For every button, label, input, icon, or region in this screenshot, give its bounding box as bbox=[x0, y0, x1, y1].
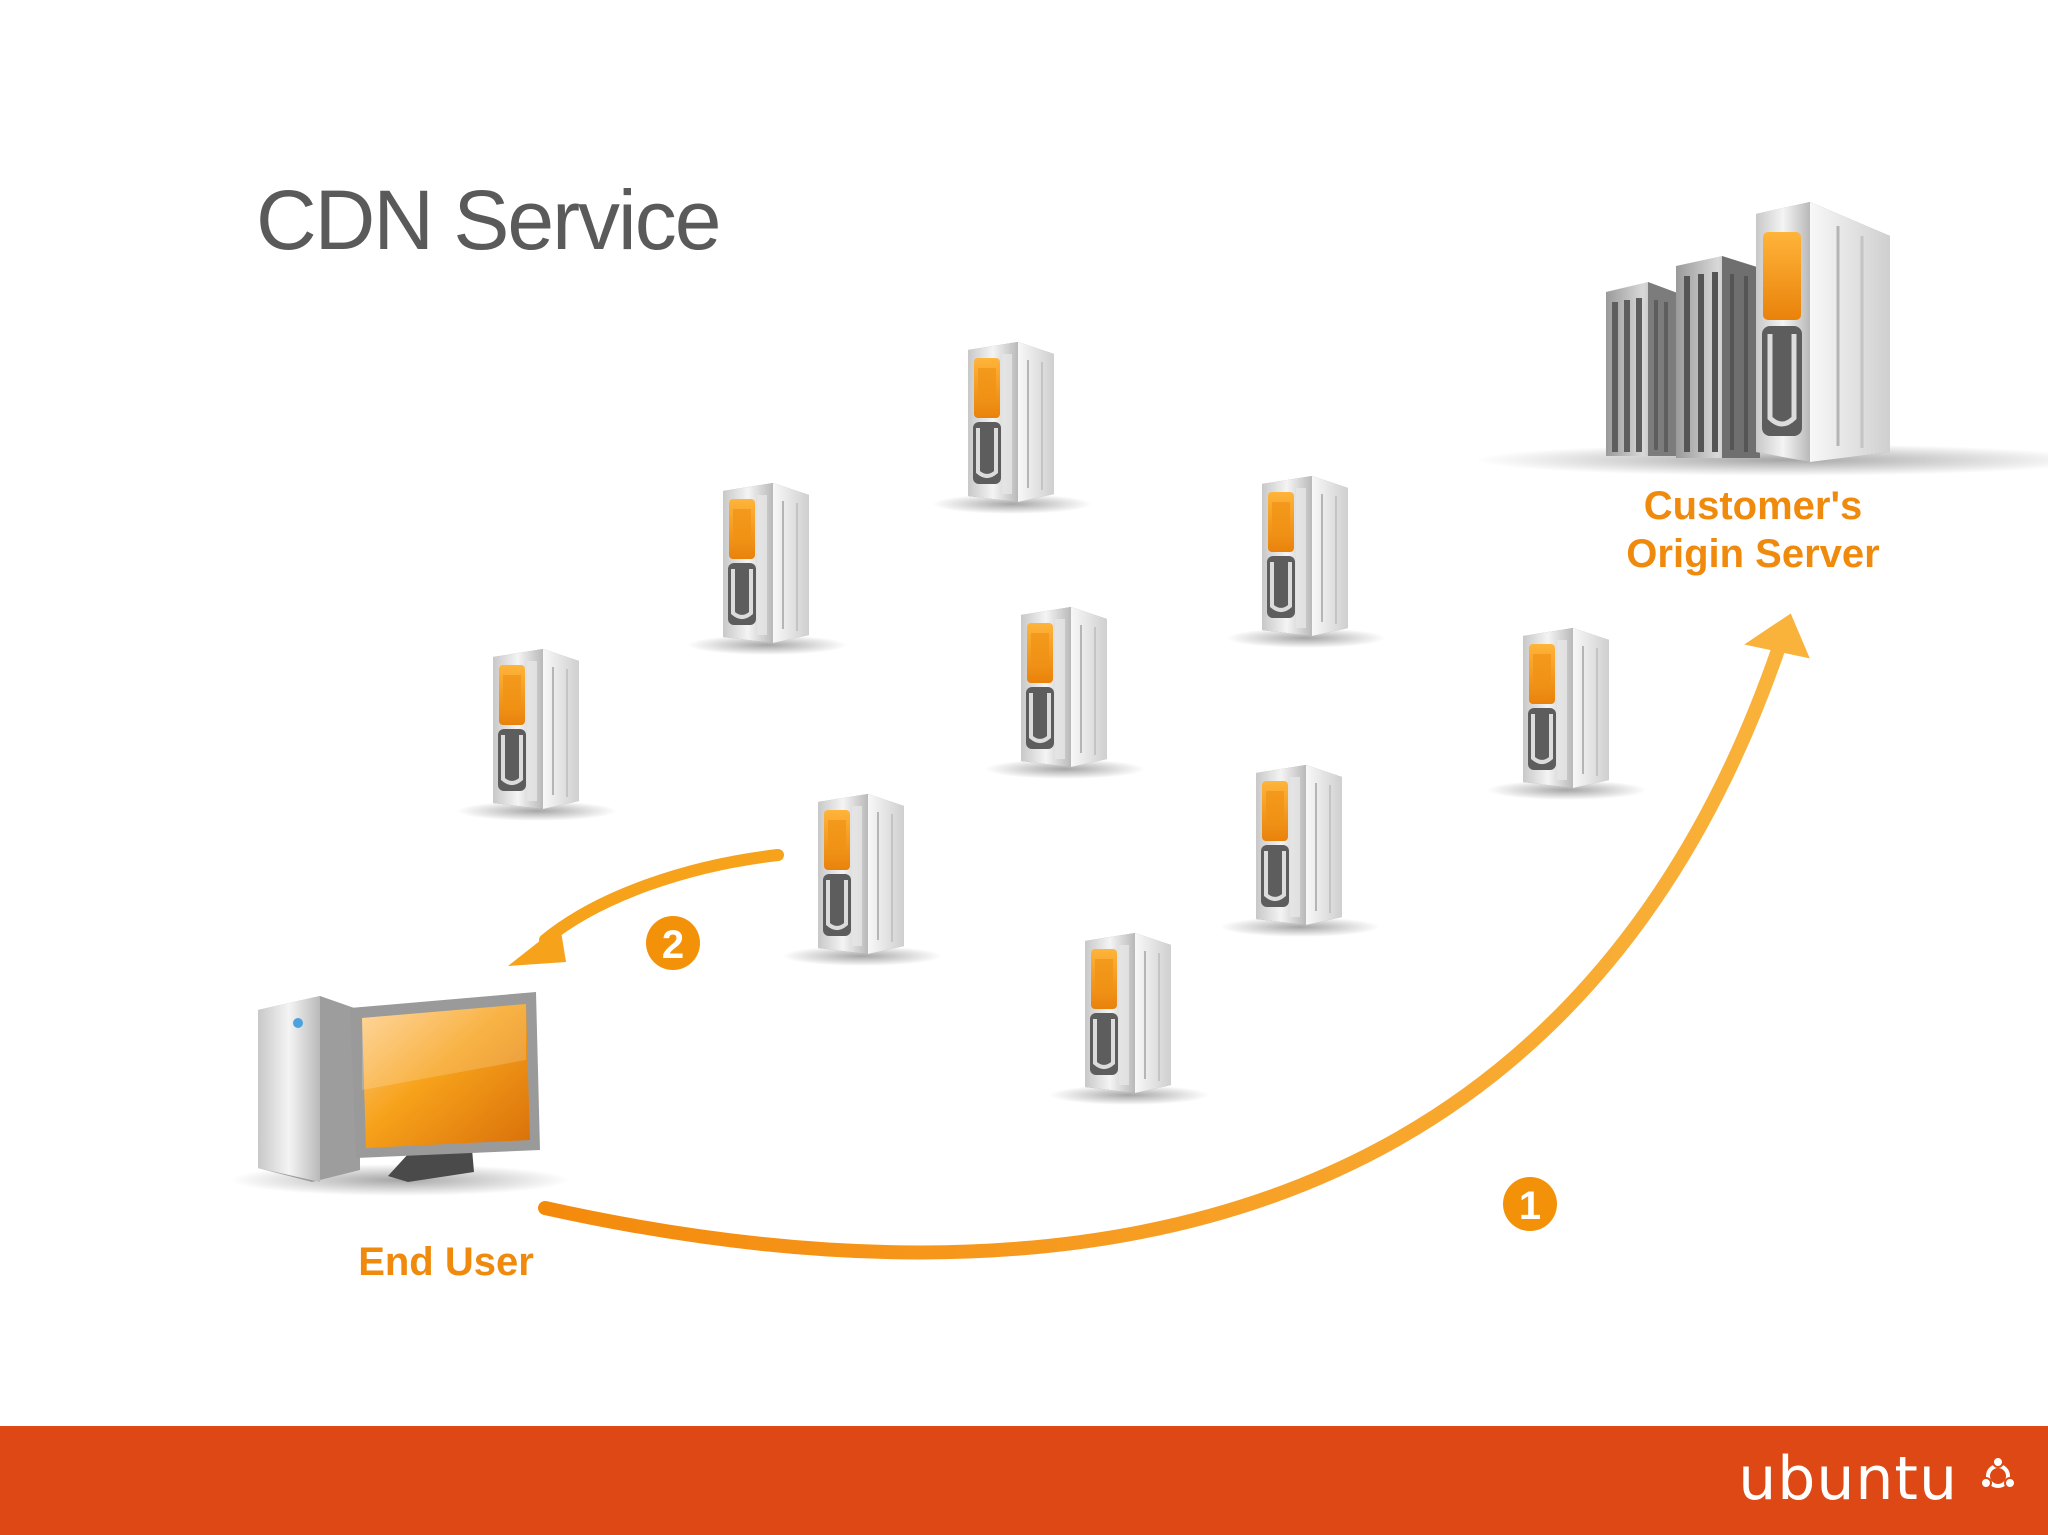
edge-server bbox=[455, 647, 619, 823]
origin-server-icon bbox=[1475, 202, 2048, 476]
edge-server bbox=[1224, 474, 1388, 650]
office-building-icon bbox=[1606, 256, 1760, 458]
step-2-badge: 2 bbox=[646, 916, 700, 970]
edge-server bbox=[1218, 763, 1382, 939]
edge-server: server-tower-icon bbox=[930, 340, 1094, 516]
step-1-arrow bbox=[538, 613, 1810, 1260]
edge-server bbox=[1047, 931, 1211, 1107]
diagram-title: CDN Service bbox=[256, 173, 721, 267]
ubuntu-logo: ubuntu bbox=[1738, 1444, 1984, 1514]
edge-server bbox=[780, 792, 944, 968]
brand-wordmark: ubuntu bbox=[1738, 1444, 1958, 1514]
footer-bar: ubuntu bbox=[0, 1426, 2048, 1535]
edge-server bbox=[983, 605, 1147, 781]
ubuntu-circle-of-friends-icon bbox=[1980, 1456, 2016, 1489]
edge-server bbox=[685, 481, 849, 657]
edge-server bbox=[1485, 626, 1649, 802]
desktop-computer-icon bbox=[230, 992, 570, 1196]
step-1-badge: 1 bbox=[1503, 1177, 1557, 1231]
step-2-arrow bbox=[508, 849, 784, 966]
end-user-label: End User bbox=[358, 1240, 534, 1284]
svg-text:1: 1 bbox=[1519, 1184, 1541, 1228]
cdn-diagram: 1 2 server-tower-icon bbox=[230, 202, 2048, 1260]
svg-text:2: 2 bbox=[662, 923, 684, 967]
